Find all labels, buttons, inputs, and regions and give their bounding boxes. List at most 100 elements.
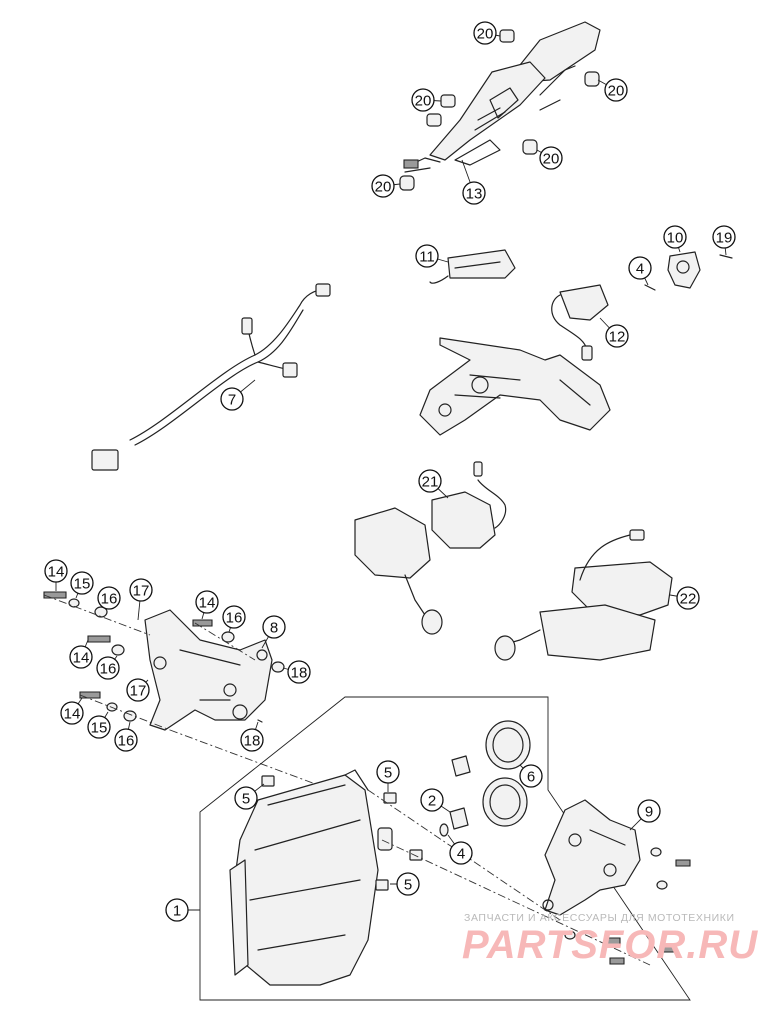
callout-circle bbox=[287, 660, 311, 684]
callout-c15b: 15 bbox=[87, 711, 111, 739]
callout-c14c: 14 bbox=[69, 639, 93, 669]
callout-c5c: 5 bbox=[390, 872, 420, 896]
callout-circle bbox=[44, 559, 68, 583]
callout-circle bbox=[222, 605, 246, 629]
callout-c14b: 14 bbox=[195, 590, 219, 620]
callout-c20c: 20 bbox=[411, 88, 442, 112]
callout-circle bbox=[195, 590, 219, 614]
callout-number: 14 bbox=[199, 595, 216, 612]
callout-c22: 22 bbox=[669, 586, 700, 610]
callout-c2: 2 bbox=[420, 788, 451, 813]
callout-circle bbox=[663, 225, 687, 249]
watermark-tagline: ЗАПЧАСТИ И АКСЕССУАРЫ ДЛЯ МОТОТЕХНИКИ bbox=[464, 912, 735, 924]
callout-number: 18 bbox=[291, 665, 308, 682]
callout-circle bbox=[87, 715, 111, 739]
callout-number: 14 bbox=[73, 650, 90, 667]
callout-number: 20 bbox=[477, 26, 494, 43]
watermark: ЗАПЧАСТИ И АКСЕССУАРЫ ДЛЯ МОТОТЕХНИКИ PA… bbox=[462, 912, 757, 967]
rear-fender-assembly bbox=[399, 21, 601, 191]
callout-circle bbox=[69, 645, 93, 669]
callout-c16d: 16 bbox=[114, 721, 138, 752]
callout-c20e: 20 bbox=[371, 174, 401, 198]
callout-number: 10 bbox=[667, 230, 684, 247]
callout-circle bbox=[604, 78, 628, 102]
callout-circle bbox=[420, 788, 444, 812]
callout-c16a: 16 bbox=[97, 586, 121, 610]
rear-light-assembly bbox=[419, 249, 733, 436]
callout-circle bbox=[60, 701, 84, 725]
callout-number: 9 bbox=[645, 804, 653, 821]
callout-number: 16 bbox=[226, 610, 243, 627]
callout-circle bbox=[165, 898, 189, 922]
callout-c12: 12 bbox=[599, 317, 629, 348]
callout-circle bbox=[676, 586, 700, 610]
callout-circle bbox=[371, 174, 395, 198]
callout-circle bbox=[418, 469, 442, 493]
callout-number: 5 bbox=[404, 877, 412, 894]
callout-number: 22 bbox=[680, 591, 697, 608]
callout-circle bbox=[539, 146, 563, 170]
callout-number: 13 bbox=[466, 186, 483, 203]
callout-number: 14 bbox=[64, 706, 81, 723]
callout-c20a: 20 bbox=[473, 21, 501, 45]
callout-number: 15 bbox=[74, 576, 91, 593]
callout-number: 6 bbox=[527, 769, 535, 786]
callout-circle bbox=[70, 571, 94, 595]
callout-circle bbox=[262, 615, 286, 639]
callout-c4a: 4 bbox=[628, 256, 652, 286]
callout-circle bbox=[449, 841, 473, 865]
callout-c20b: 20 bbox=[597, 78, 628, 102]
callout-number: 20 bbox=[543, 151, 560, 168]
callout-circle bbox=[220, 387, 244, 411]
callout-number: 16 bbox=[100, 661, 117, 678]
callout-circle bbox=[234, 786, 258, 810]
callout-number: 17 bbox=[130, 683, 147, 700]
mounting-bracket bbox=[542, 799, 691, 965]
callout-circle bbox=[97, 586, 121, 610]
callout-c16c: 16 bbox=[96, 655, 120, 680]
callout-circle bbox=[411, 88, 435, 112]
callout-layer: 20 20 20 20 20 13 11 10 19 4 12 7 21 22 14 15 16 17 14 16 8 1… bbox=[44, 21, 736, 922]
callout-number: 20 bbox=[415, 93, 432, 110]
callout-number: 16 bbox=[101, 591, 118, 608]
callout-circle bbox=[473, 21, 497, 45]
callout-circle bbox=[462, 181, 486, 205]
callout-circle bbox=[126, 678, 150, 702]
callout-number: 17 bbox=[133, 583, 150, 600]
callout-c13: 13 bbox=[461, 159, 486, 205]
callout-number: 4 bbox=[636, 261, 644, 278]
callout-circle bbox=[376, 760, 400, 784]
callout-circle bbox=[519, 764, 543, 788]
callout-c19: 19 bbox=[712, 225, 736, 256]
callout-c14a: 14 bbox=[44, 559, 68, 591]
callout-c18a: 18 bbox=[282, 660, 311, 684]
callout-number: 21 bbox=[422, 474, 439, 491]
callout-c20d: 20 bbox=[536, 146, 563, 170]
callout-number: 4 bbox=[457, 846, 465, 863]
callout-c18b: 18 bbox=[240, 721, 264, 752]
callout-c8: 8 bbox=[261, 615, 286, 649]
callout-circle bbox=[396, 872, 420, 896]
callout-number: 5 bbox=[242, 791, 250, 808]
callout-c21: 21 bbox=[418, 469, 449, 499]
callout-c7: 7 bbox=[220, 379, 256, 411]
callout-c11: 11 bbox=[415, 244, 449, 268]
callout-circle bbox=[129, 578, 153, 602]
wiring-harness bbox=[91, 283, 331, 471]
callout-number: 11 bbox=[419, 249, 435, 266]
callout-c9: 9 bbox=[629, 799, 661, 831]
callout-c15a: 15 bbox=[70, 571, 94, 599]
callout-c17a: 17 bbox=[129, 578, 153, 621]
callout-number: 19 bbox=[716, 230, 733, 247]
callout-number: 20 bbox=[375, 179, 392, 196]
callout-number: 14 bbox=[48, 564, 65, 581]
callout-circle bbox=[628, 256, 652, 280]
callout-circle bbox=[240, 728, 264, 752]
callout-c4b: 4 bbox=[447, 834, 473, 865]
callout-number: 8 bbox=[270, 620, 278, 637]
callout-c5b: 5 bbox=[376, 760, 400, 792]
callout-c6: 6 bbox=[519, 764, 543, 788]
callout-number: 16 bbox=[118, 733, 135, 750]
callout-c16b: 16 bbox=[222, 605, 246, 633]
